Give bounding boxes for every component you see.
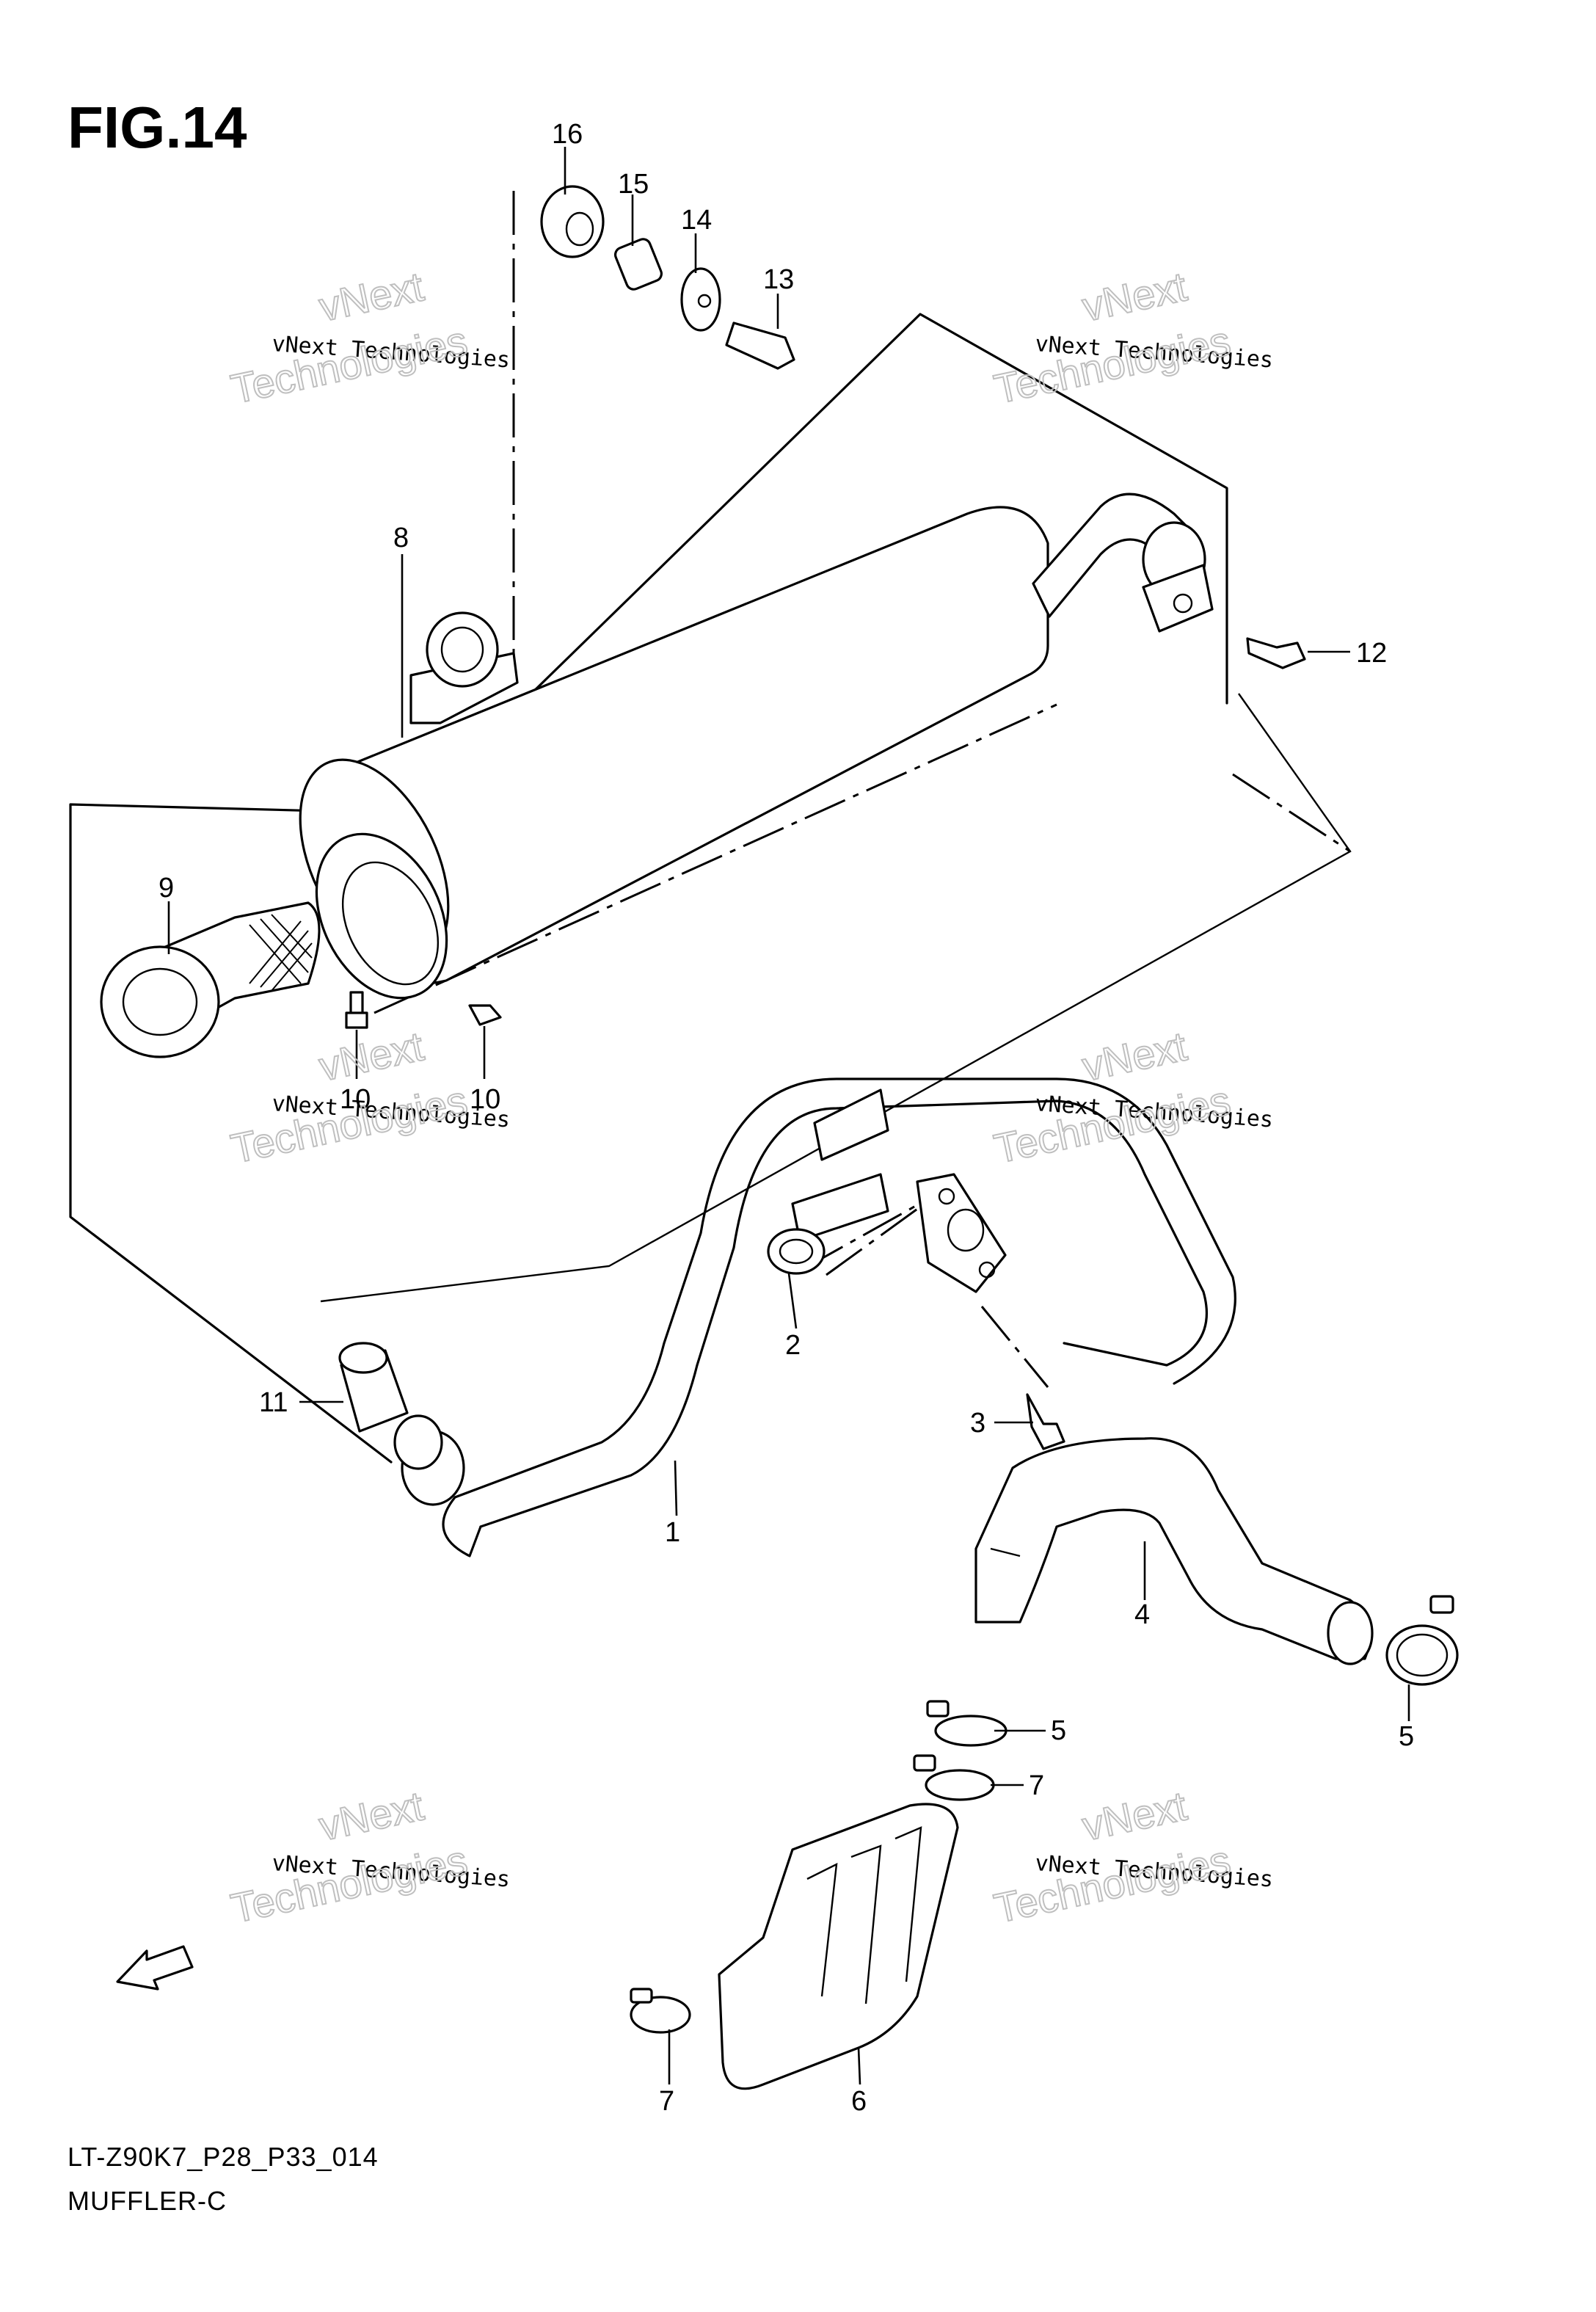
watermark-word: Technologies [990, 317, 1234, 412]
part-number-8: 8 [393, 523, 409, 553]
part-number-12: 12 [1356, 638, 1387, 669]
watermark-top-right: vNext vNext Technologies Technologies [989, 262, 1274, 412]
mount-hardware [540, 185, 795, 370]
heat-shield [718, 1803, 959, 2090]
watermark-brand: vNext [1078, 1022, 1191, 1089]
part-number-9: 9 [158, 873, 174, 904]
part-number-10-left: 10 [340, 1084, 371, 1115]
watermark-word: Technologies [990, 1836, 1234, 1932]
part-number-1: 1 [665, 1517, 680, 1548]
bolts [345, 637, 1306, 1450]
fwd-direction-arrow: FWD [116, 1945, 194, 1991]
watermark-brand: vNext [1078, 263, 1191, 330]
part-number-15: 15 [618, 169, 649, 200]
part-number-2: 2 [785, 1330, 801, 1361]
figure-title: FIG.14 [68, 95, 247, 160]
assembly-guide-lines [374, 191, 1351, 1388]
watermark-word: Technologies [227, 1836, 471, 1932]
watermark-brand: vNext [1078, 1782, 1191, 1849]
model-code: LT-Z90K7_P28_P33_014 [68, 2142, 379, 2172]
muffler-assembly-outline [69, 313, 1352, 1464]
spark-arrester [100, 901, 321, 1058]
part-number-3: 3 [970, 1408, 985, 1439]
part-number-11: 11 [259, 1387, 288, 1418]
watermark-bottom-right: vNext vNext Technologies Technologies [989, 1781, 1274, 1932]
muffler-body [299, 492, 1214, 1000]
connecting-pipe [974, 1437, 1374, 1665]
part-number-14: 14 [681, 205, 712, 236]
exhaust-pipe [393, 1077, 1236, 1557]
part-number-5-right: 5 [1399, 1721, 1414, 1752]
part-number-7-left: 7 [659, 2086, 674, 2117]
part-number-16: 16 [552, 119, 583, 150]
gaskets [338, 1228, 826, 1433]
part-number-13: 13 [763, 264, 794, 295]
part-number-10-right: 10 [470, 1084, 500, 1115]
section-name: MUFFLER-C [68, 2186, 227, 2216]
watermark-brand: vNext [315, 1782, 428, 1849]
part-number-4: 4 [1134, 1599, 1150, 1630]
watermark-top-left: vNext vNext Technologies Technologies [226, 262, 511, 412]
part-number-6: 6 [851, 2086, 867, 2117]
part-number-labels: 16 15 14 13 8 12 9 10 10 2 11 3 1 4 5 5 … [158, 119, 1414, 2117]
watermark-bottom-left: vNext vNext Technologies Technologies [226, 1781, 511, 1932]
leader-lines [167, 147, 1410, 2085]
watermark-brand: vNext [315, 263, 428, 330]
watermark-brand: vNext [315, 1022, 428, 1089]
part-number-5-center: 5 [1051, 1715, 1066, 1746]
part-number-7-center: 7 [1029, 1770, 1044, 1801]
clamps [630, 1595, 1459, 2034]
watermark-word: Technologies [227, 317, 471, 412]
watermark-mid-left: vNext vNext Technologies Technologies [226, 1022, 511, 1172]
